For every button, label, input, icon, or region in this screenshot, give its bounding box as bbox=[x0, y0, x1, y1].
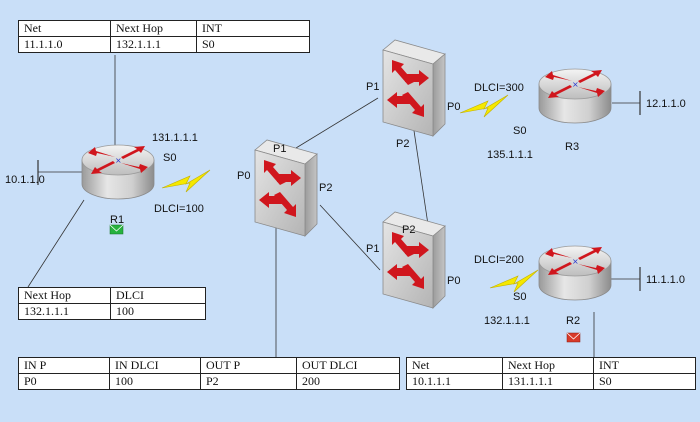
table-cell: S0 bbox=[196, 36, 310, 53]
table-cell: 100 bbox=[110, 303, 206, 320]
table-cell: 100 bbox=[109, 373, 201, 390]
table-header-cell: Next Hop bbox=[502, 357, 594, 374]
sw-bottom-p2-label: P2 bbox=[402, 224, 415, 236]
table-row: 11.1.1.0 132.1.1.1 S0 bbox=[18, 36, 310, 53]
switch-map-table: IN P IN DLCI OUT P OUT DLCI P0 100 P2 20… bbox=[18, 357, 400, 390]
r3-ip-label: 135.1.1.1 bbox=[487, 149, 533, 161]
r2-iface-label: S0 bbox=[513, 291, 526, 303]
table-header-row: Net Next Hop INT bbox=[18, 20, 310, 37]
table-cell: 132.1.1.1 bbox=[110, 36, 197, 53]
sw-left-p2-label: P2 bbox=[319, 182, 332, 194]
r1-dlci-label: DLCI=100 bbox=[154, 203, 204, 215]
table-header-cell: OUT DLCI bbox=[296, 357, 400, 374]
table-cell: S0 bbox=[593, 373, 696, 390]
sw-bottom-p0-label: P0 bbox=[447, 275, 460, 287]
r2-name-label: R2 bbox=[566, 315, 580, 327]
r3-net-label: 12.1.1.0 bbox=[646, 98, 686, 110]
switch-top-icon[interactable] bbox=[382, 39, 446, 137]
r1-name-label: R1 bbox=[110, 214, 124, 226]
table-header-row: Next Hop DLCI bbox=[18, 287, 206, 304]
table-cell: 11.1.1.0 bbox=[18, 36, 111, 53]
table-header-cell: IN P bbox=[18, 357, 110, 374]
line-r1-map-table bbox=[27, 199, 85, 288]
router-r2-icon[interactable] bbox=[538, 245, 612, 301]
router-r1-icon[interactable] bbox=[81, 144, 155, 200]
r2-net-label: 11.1.1.0 bbox=[646, 274, 685, 286]
table-cell: 200 bbox=[296, 373, 400, 390]
table-header-cell: OUT P bbox=[200, 357, 297, 374]
sw-top-p0-label: P0 bbox=[447, 101, 460, 113]
table-cell: 10.1.1.1 bbox=[406, 373, 503, 390]
r1-ip-label: 131.1.1.1 bbox=[152, 132, 198, 144]
link-left-switch-top-switch bbox=[295, 97, 379, 149]
table-cell: P0 bbox=[18, 373, 110, 390]
router-r3-icon[interactable] bbox=[538, 68, 612, 124]
table-header-cell: DLCI bbox=[110, 287, 206, 304]
table-header-cell: Next Hop bbox=[110, 20, 197, 37]
sw-top-p1-label: P1 bbox=[366, 81, 379, 93]
r3-name-label: R3 bbox=[565, 141, 579, 153]
lan-ends bbox=[37, 91, 641, 291]
r2-ip-label: 132.1.1.1 bbox=[484, 315, 530, 327]
r1-net-label: 10.1.1.0 bbox=[5, 174, 45, 186]
link-top-switch-bottom-switch bbox=[412, 123, 431, 239]
table-header-cell: Next Hop bbox=[18, 287, 111, 304]
table-header-cell: INT bbox=[593, 357, 696, 374]
table-row: 132.1.1.1 100 bbox=[18, 303, 206, 320]
r3-dlci-label: DLCI=300 bbox=[474, 82, 524, 94]
r1-route-table: Net Next Hop INT 11.1.1.0 132.1.1.1 S0 bbox=[18, 20, 310, 53]
table-header-cell: Net bbox=[18, 20, 111, 37]
serial-link-r1 bbox=[161, 169, 211, 193]
r2-dlci-label: DLCI=200 bbox=[474, 254, 524, 266]
sw-top-p2-label: P2 bbox=[396, 138, 409, 150]
r1-map-table: Next Hop DLCI 132.1.1.1 100 bbox=[18, 287, 206, 320]
table-header-cell: IN DLCI bbox=[109, 357, 201, 374]
table-header-row: IN P IN DLCI OUT P OUT DLCI bbox=[18, 357, 400, 374]
r2-route-table: Net Next Hop INT 10.1.1.1 131.1.1.1 S0 bbox=[406, 357, 696, 390]
r3-iface-label: S0 bbox=[513, 125, 526, 137]
link-left-switch-bottom-switch bbox=[319, 204, 381, 271]
table-header-cell: INT bbox=[196, 20, 310, 37]
table-row: P0 100 P2 200 bbox=[18, 373, 400, 390]
mail-green-icon bbox=[109, 224, 124, 235]
sw-left-p0-label: P0 bbox=[237, 170, 250, 182]
table-header-cell: Net bbox=[406, 357, 503, 374]
table-cell: 131.1.1.1 bbox=[502, 373, 594, 390]
r1-iface-label: S0 bbox=[163, 152, 176, 164]
table-header-row: Net Next Hop INT bbox=[406, 357, 696, 374]
table-cell: P2 bbox=[200, 373, 297, 390]
sw-bottom-p1-label: P1 bbox=[366, 243, 379, 255]
table-cell: 132.1.1.1 bbox=[18, 303, 111, 320]
table-row: 10.1.1.1 131.1.1.1 S0 bbox=[406, 373, 696, 390]
sw-left-p1-label: P1 bbox=[273, 143, 286, 155]
mail-red-icon bbox=[566, 332, 581, 343]
serial-link-r3 bbox=[459, 94, 509, 118]
links bbox=[27, 55, 640, 365]
serial-link-r2 bbox=[489, 269, 539, 293]
